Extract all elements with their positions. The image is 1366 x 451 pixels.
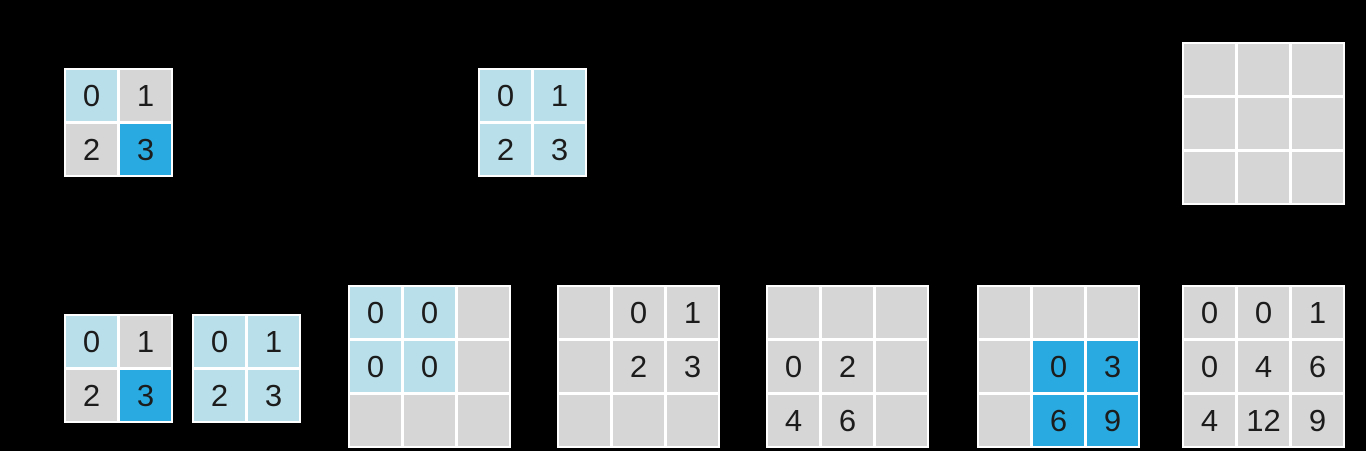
grid-cell: 2	[66, 124, 117, 175]
grid-cell	[979, 287, 1030, 338]
grid-cell: 0	[1184, 287, 1235, 338]
grid-cell	[1238, 152, 1289, 203]
grid-cell	[768, 287, 819, 338]
grid-cell	[876, 395, 927, 446]
grid-cell	[458, 341, 509, 392]
grid-cell: 1	[120, 70, 171, 121]
grid-cell	[667, 395, 718, 446]
grid-cell	[458, 395, 509, 446]
grid-cell: 0	[66, 70, 117, 121]
grid-cell: 0	[194, 316, 245, 367]
grid-cell: 3	[120, 124, 171, 175]
grid-cell: 0	[350, 287, 401, 338]
grid-cell	[1033, 287, 1084, 338]
grid-cell	[979, 341, 1030, 392]
grid-cell: 9	[1087, 395, 1138, 446]
grid-cell	[404, 395, 455, 446]
grid-cell: 9	[1292, 395, 1343, 446]
grid-cell: 0	[404, 341, 455, 392]
grid-cell: 3	[667, 341, 718, 392]
grid-cell: 6	[1033, 395, 1084, 446]
grid-cell: 3	[248, 370, 299, 421]
grid-cell: 2	[613, 341, 664, 392]
grid-cell	[1238, 98, 1289, 149]
grid-cell: 0	[768, 341, 819, 392]
grid-cell	[1184, 152, 1235, 203]
output-grid-empty	[1182, 42, 1345, 205]
grid-cell	[1292, 44, 1343, 95]
grid-cell: 2	[66, 370, 117, 421]
grid-cell	[1292, 152, 1343, 203]
grid-cell	[1087, 287, 1138, 338]
grid-cell: 2	[480, 124, 531, 175]
grid-cell: 0	[404, 287, 455, 338]
grid-cell	[1184, 44, 1235, 95]
grid-cell: 0	[1238, 287, 1289, 338]
grid-cell: 4	[768, 395, 819, 446]
grid-cell	[1292, 98, 1343, 149]
grid-cell: 0	[66, 316, 117, 367]
grid-cell: 0	[480, 70, 531, 121]
grid-cell: 0	[1184, 341, 1235, 392]
grid-cell: 0	[1033, 341, 1084, 392]
grid-cell	[350, 395, 401, 446]
grid-cell: 3	[534, 124, 585, 175]
grid-cell: 3	[120, 370, 171, 421]
grid-cell: 6	[822, 395, 873, 446]
grid-cell: 0	[350, 341, 401, 392]
grid-cell	[822, 287, 873, 338]
grid-cell	[559, 341, 610, 392]
grid-cell: 1	[667, 287, 718, 338]
grid-cell	[458, 287, 509, 338]
grid-cell	[876, 287, 927, 338]
grid-cell: 1	[248, 316, 299, 367]
grid-cell: 12	[1238, 395, 1289, 446]
grid-cell	[979, 395, 1030, 446]
grid-cell: 3	[1087, 341, 1138, 392]
grid-cell	[876, 341, 927, 392]
grid-cell	[1184, 98, 1235, 149]
grid-cell	[613, 395, 664, 446]
grid-cell	[559, 287, 610, 338]
grid-cell: 1	[534, 70, 585, 121]
grid-cell: 1	[120, 316, 171, 367]
grid-cell	[559, 395, 610, 446]
grid-cell: 2	[822, 341, 873, 392]
grid-cell: 0	[613, 287, 664, 338]
grid-cell: 1	[1292, 287, 1343, 338]
grid-cell	[1238, 44, 1289, 95]
grid-cell: 4	[1238, 341, 1289, 392]
grid-cell: 6	[1292, 341, 1343, 392]
grid-cell: 4	[1184, 395, 1235, 446]
grid-cell: 2	[194, 370, 245, 421]
